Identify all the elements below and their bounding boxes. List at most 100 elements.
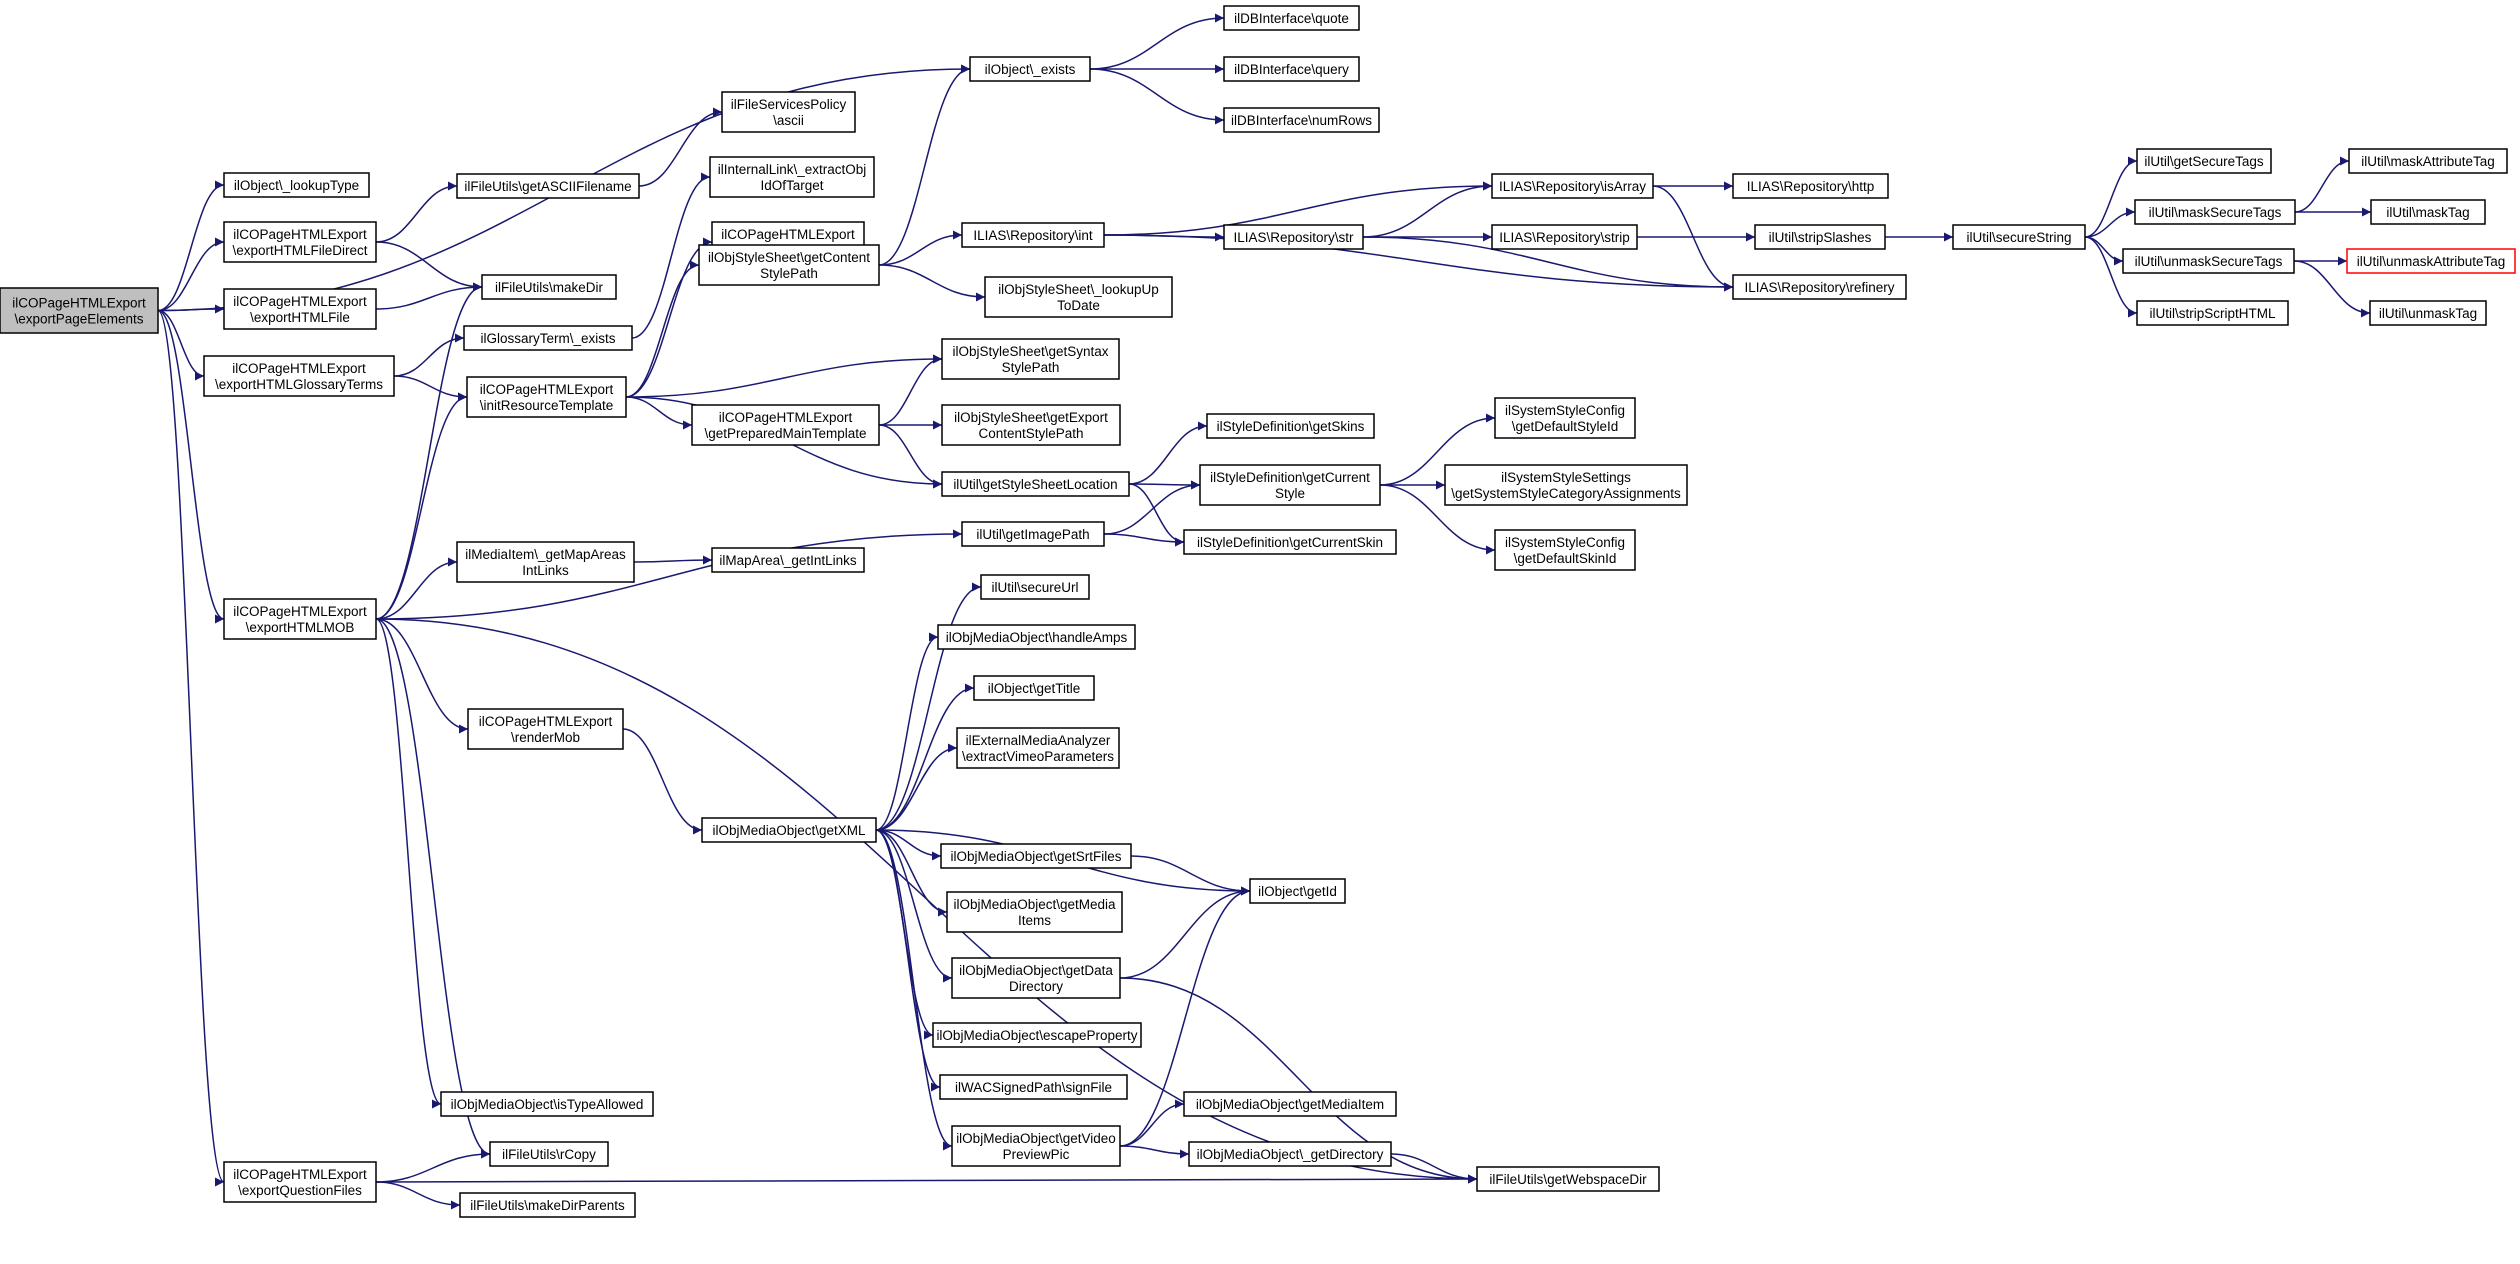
edge-path bbox=[638, 107, 723, 187]
graph-node-stripSlashes[interactable]: ilUtil\stripSlashes bbox=[1754, 224, 1886, 250]
graph-node-makeDir[interactable]: ilFileUtils\makeDir bbox=[481, 274, 617, 300]
graph-node-glossExists[interactable]: ilGlossaryTerm\_exists bbox=[463, 325, 633, 351]
node-label: \exportHTMLFileDirect bbox=[232, 243, 367, 258]
graph-node-exportHTMLGlossaryTerms[interactable]: ilCOPageHTMLExport\exportHTMLGlossaryTer… bbox=[203, 355, 395, 397]
graph-node-getSkins[interactable]: ilStyleDefinition\getSkins bbox=[1206, 413, 1375, 439]
node-label: ilSystemStyleConfig bbox=[1505, 403, 1625, 418]
graph-node-root[interactable]: ilCOPageHTMLExport\exportPageElements bbox=[0, 287, 159, 334]
edge-getImagePath-to-getCurrentStyle bbox=[1103, 480, 1201, 535]
graph-node-lookupType[interactable]: ilObject\_lookupType bbox=[223, 172, 370, 198]
edge-path bbox=[1362, 181, 1493, 238]
graph-node-secureUrl[interactable]: ilUtil\secureUrl bbox=[980, 574, 1090, 600]
graph-node-getWebspaceDir[interactable]: ilFileUtils\getWebspaceDir bbox=[1476, 1166, 1660, 1192]
graph-node-asciiPolicy[interactable]: ilFileServicesPolicy\ascii bbox=[721, 91, 856, 133]
graph-node-getTitle[interactable]: ilObject\getTitle bbox=[973, 675, 1095, 701]
graph-node-secureString[interactable]: ilUtil\secureString bbox=[1952, 224, 2086, 250]
node-label: \renderMob bbox=[511, 730, 580, 745]
graph-node-getXML[interactable]: ilObjMediaObject\getXML bbox=[701, 817, 877, 843]
node-label: PreviewPic bbox=[1003, 1147, 1070, 1162]
graph-node-getPreparedMainTemplate[interactable]: ilCOPageHTMLExport\getPreparedMainTempla… bbox=[691, 404, 880, 446]
graph-node-exportQuestionFiles[interactable]: ilCOPageHTMLExport\exportQuestionFiles bbox=[223, 1161, 377, 1203]
graph-node-getASCIIFilename[interactable]: ilFileUtils\getASCIIFilename bbox=[456, 173, 640, 199]
graph-node-extractVimeo[interactable]: ilExternalMediaAnalyzer\extractVimeoPara… bbox=[956, 727, 1120, 769]
graph-node-dbNumRows[interactable]: ilDBInterface\numRows bbox=[1223, 107, 1380, 133]
graph-node-maskSecureTags[interactable]: ilUtil\maskSecureTags bbox=[2134, 199, 2296, 225]
graph-node-repoHttp[interactable]: ILIAS\Repository\http bbox=[1732, 173, 1889, 199]
graph-node-repoStrip[interactable]: ILIAS\Repository\strip bbox=[1491, 224, 1638, 250]
edge-exportQuestionFiles-to-rCopy bbox=[375, 1149, 491, 1183]
edge-path bbox=[393, 375, 468, 402]
graph-node-getId[interactable]: ilObject\getId bbox=[1249, 878, 1346, 904]
graph-node-unmaskTag[interactable]: ilUtil\unmaskTag bbox=[2369, 300, 2487, 326]
graph-node-getSystemStyleCategoryAssignments[interactable]: ilSystemStyleSettings\getSystemStyleCate… bbox=[1444, 464, 1688, 506]
graph-node-getCurrentSkin[interactable]: ilStyleDefinition\getCurrentSkin bbox=[1183, 529, 1397, 555]
edge-objExists-to-dbQuote bbox=[1089, 13, 1225, 70]
edge-getStyleSheetLocation-to-getSkins bbox=[1128, 421, 1208, 485]
graph-node-unmaskAttributeTag[interactable]: ilUtil\unmaskAttributeTag bbox=[2346, 248, 2516, 274]
graph-node-escapeProperty[interactable]: ilObjMediaObject\escapeProperty bbox=[932, 1022, 1142, 1048]
graph-node-getDirectory[interactable]: ilObjMediaObject\_getDirectory bbox=[1188, 1141, 1392, 1167]
graph-node-handleAmps[interactable]: ilObjMediaObject\handleAmps bbox=[937, 624, 1136, 650]
graph-node-getSrtFiles[interactable]: ilObjMediaObject\getSrtFiles bbox=[940, 843, 1132, 869]
edge-exportHTMLMOB-to-getImagePath bbox=[375, 529, 963, 620]
graph-node-objExists[interactable]: ilObject\_exists bbox=[969, 56, 1091, 82]
node-box bbox=[467, 708, 624, 750]
graph-node-stripScriptHTML[interactable]: ilUtil\stripScriptHTML bbox=[2136, 300, 2289, 326]
node-box bbox=[1206, 413, 1375, 439]
node-label: ilDBInterface\query bbox=[1234, 62, 1349, 77]
graph-node-repoIsArray[interactable]: ILIAS\Repository\isArray bbox=[1491, 173, 1654, 199]
node-label: ilUtil\getSecureTags bbox=[2144, 154, 2264, 169]
graph-node-maskTag[interactable]: ilUtil\maskTag bbox=[2370, 199, 2486, 225]
graph-node-exportHTMLMOB[interactable]: ilCOPageHTMLExport\exportHTMLMOB bbox=[223, 598, 377, 640]
node-box bbox=[1188, 1141, 1392, 1167]
edge-path bbox=[1103, 533, 1185, 547]
node-box bbox=[946, 891, 1123, 933]
graph-node-getSecureTags[interactable]: ilUtil\getSecureTags bbox=[2136, 148, 2272, 174]
graph-node-repoRefinery[interactable]: ILIAS\Repository\refinery bbox=[1732, 274, 1907, 300]
graph-node-repoInt[interactable]: ILIAS\Repository\int bbox=[961, 222, 1105, 248]
node-box bbox=[456, 541, 635, 583]
graph-node-getStyleSheetLocation[interactable]: ilUtil\getStyleSheetLocation bbox=[941, 471, 1130, 497]
graph-node-maskAttributeTag[interactable]: ilUtil\maskAttributeTag bbox=[2348, 148, 2508, 174]
graph-node-getMediaItem[interactable]: ilObjMediaObject\getMediaItem bbox=[1183, 1091, 1397, 1117]
graph-node-getExportContentStylePath[interactable]: ilObjStyleSheet\getExportContentStylePat… bbox=[941, 404, 1121, 446]
node-label: ilUtil\secureString bbox=[1966, 230, 2071, 245]
node-box bbox=[2122, 248, 2295, 274]
graph-node-exportHTMLFileDirect[interactable]: ilCOPageHTMLExport\exportHTMLFileDirect bbox=[223, 221, 377, 263]
graph-node-dbQuery[interactable]: ilDBInterface\query bbox=[1223, 56, 1360, 82]
node-label: Directory bbox=[1009, 979, 1063, 994]
node-box bbox=[1494, 529, 1636, 571]
node-box bbox=[1444, 464, 1688, 506]
graph-node-isTypeAllowed[interactable]: ilObjMediaObject\isTypeAllowed bbox=[440, 1091, 654, 1117]
graph-node-initResourceTemplate[interactable]: ilCOPageHTMLExport\initResourceTemplate bbox=[466, 376, 627, 418]
edge-exportHTMLMOB-to-rCopy bbox=[375, 618, 491, 1159]
edge-path bbox=[875, 829, 953, 1151]
node-box bbox=[459, 1192, 636, 1218]
edge-getPreparedMainTemplate-to-getSyntaxStylePath bbox=[878, 354, 943, 426]
graph-node-getDefaultSkinId[interactable]: ilSystemStyleConfig\getDefaultSkinId bbox=[1494, 529, 1636, 571]
graph-node-getDefaultStyleId[interactable]: ilSystemStyleConfig\getDefaultStyleId bbox=[1494, 397, 1636, 439]
graph-node-signFile[interactable]: ilWACSignedPath\signFile bbox=[939, 1074, 1128, 1100]
edge-path bbox=[1103, 234, 1734, 292]
graph-node-renderMob[interactable]: ilCOPageHTMLExport\renderMob bbox=[467, 708, 624, 750]
graph-node-unmaskSecureTags[interactable]: ilUtil\unmaskSecureTags bbox=[2122, 248, 2295, 274]
edge-path bbox=[1379, 484, 1496, 555]
graph-node-rCopy[interactable]: ilFileUtils\rCopy bbox=[489, 1141, 609, 1167]
graph-node-repoStr[interactable]: ILIAS\Repository\str bbox=[1223, 224, 1364, 250]
graph-node-makeDirParents[interactable]: ilFileUtils\makeDirParents bbox=[459, 1192, 636, 1218]
graph-node-getImagePath[interactable]: ilUtil\getImagePath bbox=[961, 521, 1105, 547]
graph-node-dbQuote[interactable]: ilDBInterface\quote bbox=[1223, 5, 1360, 31]
graph-node-exportHTMLFile[interactable]: ilCOPageHTMLExport\exportHTMLFile bbox=[223, 288, 377, 330]
graph-node-getIntLinks[interactable]: ilMapArea\_getIntLinks bbox=[711, 547, 865, 573]
node-label: ilUtil\getStyleSheetLocation bbox=[953, 477, 1117, 492]
